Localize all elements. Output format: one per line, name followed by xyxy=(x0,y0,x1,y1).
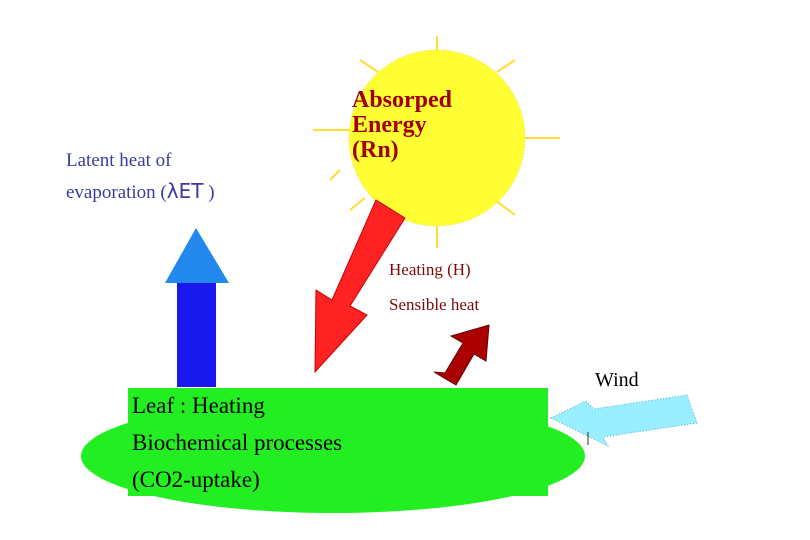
radiation-arrow xyxy=(314,199,406,374)
leaf-shape xyxy=(81,388,585,513)
leaf-line1: Leaf : Heating xyxy=(132,393,265,418)
latent-heat-label: Latent heat of evaporation (λET ) xyxy=(66,146,215,208)
latent-heat-symbol: λET xyxy=(166,179,204,203)
sun-disc xyxy=(348,49,526,227)
latent-heat-prefix: evaporation ( xyxy=(66,182,167,203)
absorbed-energy-line2: Energy xyxy=(352,112,427,138)
wind-label: Wind xyxy=(595,369,639,391)
leaf-line3: (CO2-uptake) xyxy=(132,467,260,492)
absorbed-energy-line1: Absorped xyxy=(352,87,453,113)
leaf-line2: Biochemical processes xyxy=(132,430,343,455)
sensible-heat-arrow xyxy=(433,324,490,386)
sun-icon xyxy=(313,36,560,248)
heating-label: Heating (H) xyxy=(389,260,471,279)
latent-heat-arrow xyxy=(165,228,229,387)
latent-heat-line2: evaporation (λET ) xyxy=(66,176,215,208)
leaf-label: Leaf : Heating Biochemical processes (CO… xyxy=(132,387,342,498)
latent-heat-line1: Latent heat of xyxy=(66,150,172,171)
wind-arrow xyxy=(549,394,698,448)
latent-heat-suffix: ) xyxy=(203,182,215,203)
sun-rays xyxy=(313,36,560,248)
absorbed-energy-label: Absorped Energy (Rn) xyxy=(352,88,452,163)
absorbed-energy-line3: (Rn) xyxy=(352,137,399,163)
sensible-heat-label: Sensible heat xyxy=(389,295,480,314)
